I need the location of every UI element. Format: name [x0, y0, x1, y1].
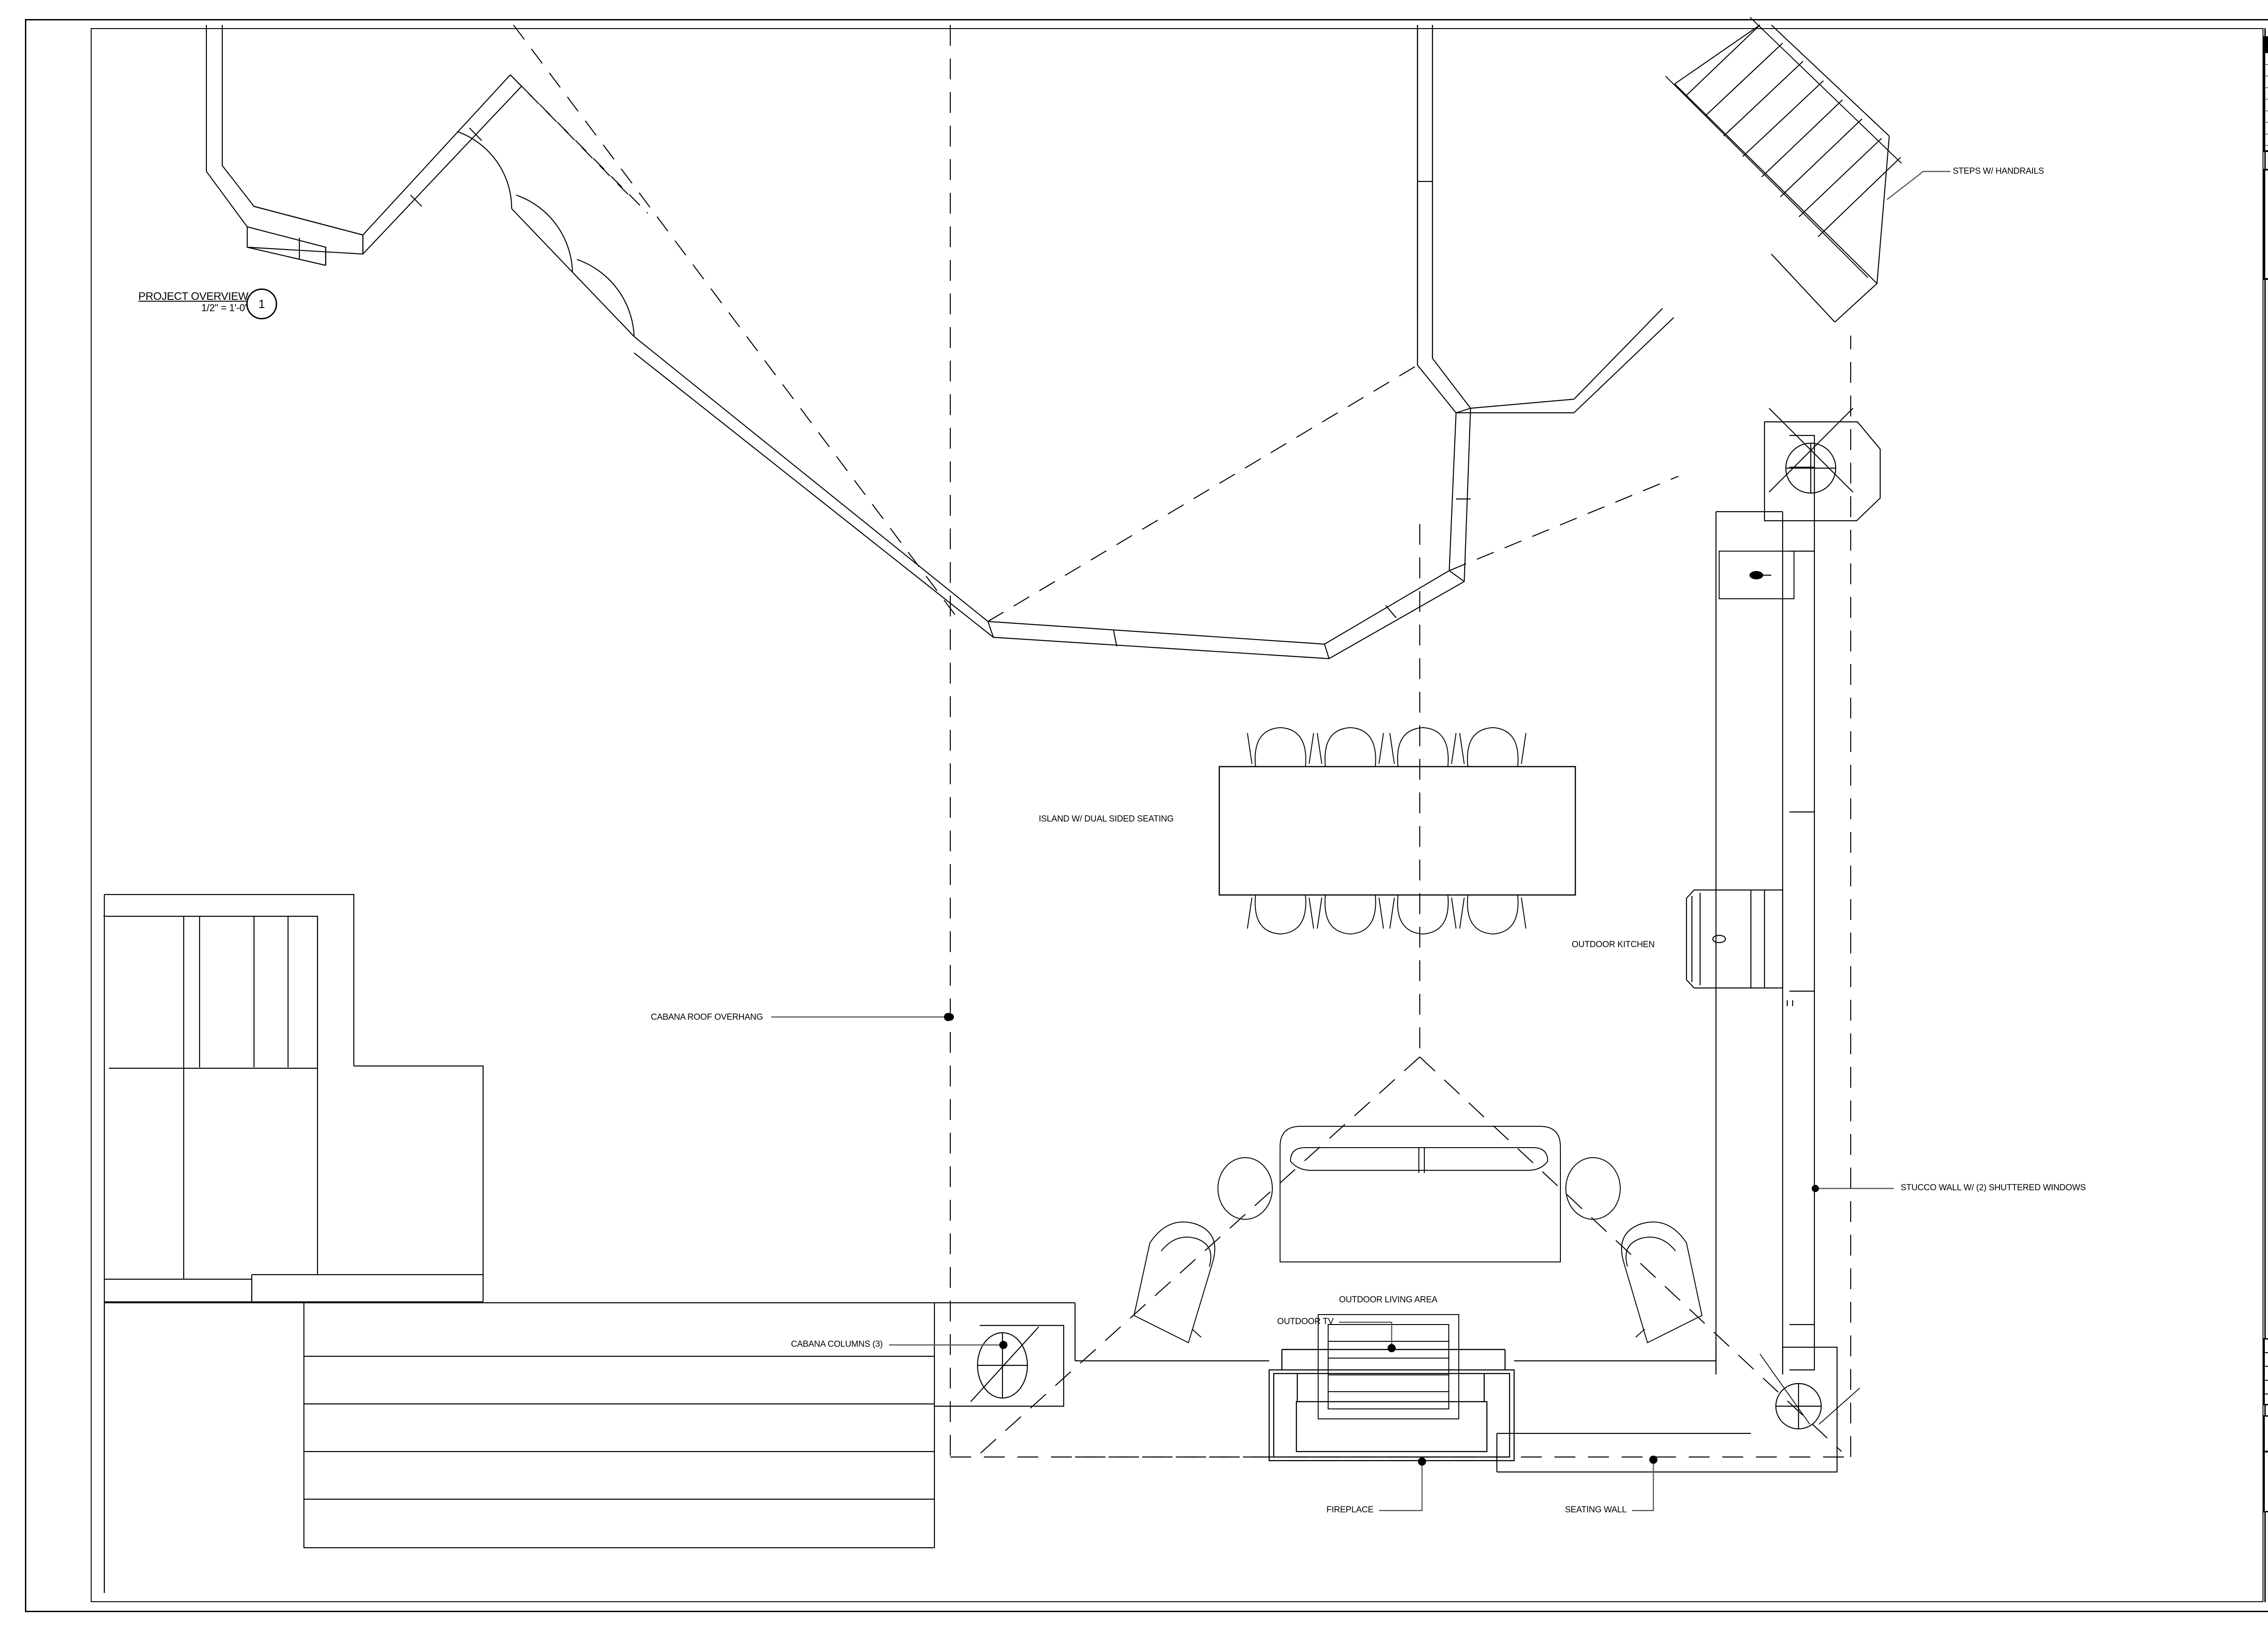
revision-date-cell — [2265, 53, 2268, 64]
sheet-number-box: A-8 — [2263, 1451, 2268, 1512]
revision-date-cell — [2265, 76, 2268, 88]
revision-date-cell — [2265, 99, 2268, 111]
revision-table-header: DATE REVISION — [2265, 38, 2268, 53]
info-row-project-no: PROJECT NO. 25014 — [2265, 1340, 2268, 1354]
label-cabana-columns: CABANA COLUMNS (3) — [791, 1340, 883, 1349]
label-fireplace: FIREPLACE — [1326, 1505, 1374, 1515]
revision-date-cell — [2265, 122, 2268, 134]
view-number-bubble: 1 — [246, 288, 277, 319]
revision-date-cell — [2265, 146, 2268, 157]
company-logo-block: PRATT GUYS 14559 PHILIPS HWY. | JACKSONV… — [2261, 281, 2268, 771]
label-outdoor-tv: OUTDOOR TV — [1277, 1317, 1334, 1326]
info-row-super: SUPER: TBD — [2265, 1394, 2268, 1407]
table-row[interactable] — [2265, 53, 2268, 64]
drawing-area-frame — [91, 28, 2263, 1602]
sheet-outer-border — [25, 19, 2268, 1612]
info-row-design: DESIGN: CHRIS EITEL — [2265, 1367, 2268, 1381]
table-row[interactable] — [2265, 133, 2268, 146]
title-block-strip — [2264, 28, 2268, 1602]
label-steps-handrails: STEPS W/ HANDRAILS — [1953, 166, 2044, 176]
info-row-sales: SALES: ADAM PRATT — [2265, 1381, 2268, 1394]
label-island-seating: ISLAND W/ DUAL SIDED SEATING — [1039, 814, 1174, 824]
table-row[interactable] — [2265, 110, 2268, 122]
table-row[interactable] — [2265, 87, 2268, 99]
copyright-notice-box: All of the Plans, Images and Content in … — [2263, 169, 2268, 280]
table-row[interactable] — [2265, 145, 2268, 157]
sheet-name-box: PROJECT OVERVIEW — [2263, 1415, 2268, 1452]
table-row[interactable] — [2265, 122, 2268, 134]
table-row[interactable] — [2265, 99, 2268, 111]
label-outdoor-kitchen: OUTDOOR KITCHEN — [1572, 940, 1655, 949]
label-cabana-roof-overhang: CABANA ROOF OVERHANG — [650, 1012, 763, 1022]
label-seating-wall: SEATING WALL — [1565, 1505, 1627, 1515]
revision-date-cell — [2265, 88, 2268, 99]
project-info-table: PROJECT NO. 25014 DATE: 11/18/2025 DESIG… — [2263, 1338, 2268, 1405]
table-row[interactable] — [2265, 76, 2268, 88]
revision-col-date: DATE — [2265, 40, 2268, 51]
view-title-text: PROJECT OVERVIEW — [138, 290, 249, 303]
revision-date-cell — [2265, 65, 2268, 76]
project-title-block: JOHNSON RESIDENCE 24628 Harbour View Dr … — [2250, 798, 2268, 1315]
view-scale-text: 1/2" = 1'-0" — [201, 302, 249, 313]
info-row-date: DATE: 11/18/2025 — [2265, 1353, 2268, 1367]
label-stucco-wall: STUCCO WALL W/ (2) SHUTTERED WINDOWS — [1901, 1183, 2086, 1193]
label-outdoor-living-area: OUTDOOR LIVING AREA — [1339, 1295, 1437, 1305]
revision-date-cell — [2265, 111, 2268, 122]
table-row[interactable] — [2265, 64, 2268, 76]
revision-table: DATE REVISION — [2263, 36, 2268, 152]
revision-date-cell — [2265, 134, 2268, 146]
view-title-block: PROJECT OVERVIEW 1/2" = 1'-0" — [138, 290, 249, 314]
